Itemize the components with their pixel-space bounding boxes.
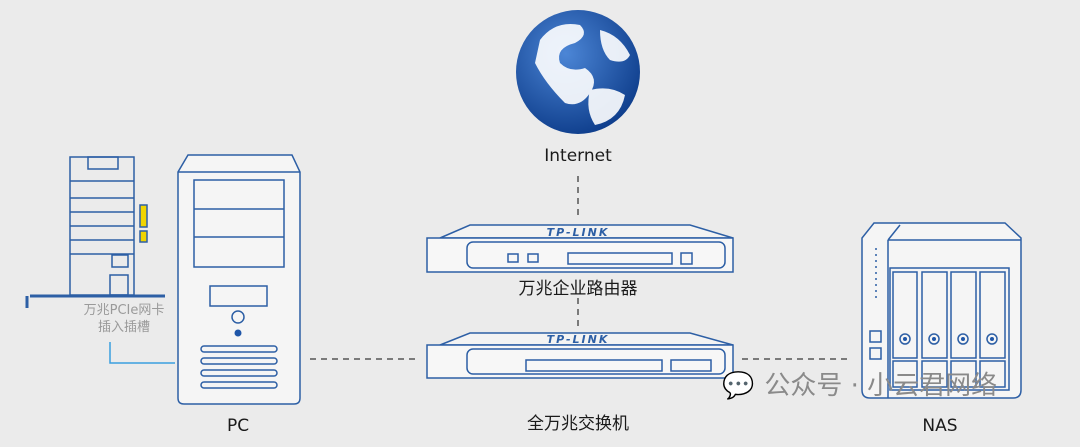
wechat-icon: 💬 <box>722 371 755 401</box>
router-device <box>426 224 734 273</box>
pcie-card-label: 万兆PCIe网卡 插入插槽 <box>84 302 165 336</box>
switch-brand-logo: TP-LINK <box>547 333 610 346</box>
nas-label: NAS <box>922 416 958 436</box>
pc-label: PC <box>226 416 250 436</box>
pcie-card <box>25 156 165 308</box>
watermark: 💬 公众号 · 小云君网络 <box>722 370 997 402</box>
pcie-card-label-line1: 万兆PCIe网卡 <box>83 303 165 318</box>
nas-device <box>861 222 1022 399</box>
internet-label: Internet <box>544 146 612 166</box>
pc-tower <box>177 154 301 405</box>
connection-lines <box>310 176 852 360</box>
slot-pointer-line <box>109 342 175 364</box>
switch-label: 全万兆交换机 <box>527 414 629 434</box>
globe-icon <box>516 10 640 134</box>
router-label: 万兆企业路由器 <box>518 279 638 299</box>
watermark-text: 公众号 · 小云君网络 <box>764 371 998 401</box>
router-brand-logo: TP-LINK <box>547 226 610 239</box>
switch-device <box>426 332 734 379</box>
pcie-card-label-line2: 插入插槽 <box>97 320 150 335</box>
